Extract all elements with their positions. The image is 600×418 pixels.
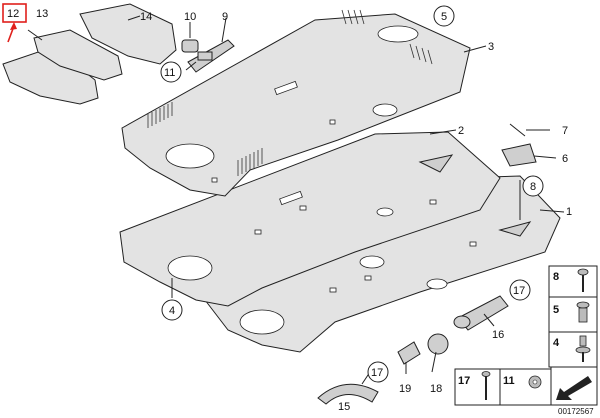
callout-10: 10 [184, 11, 196, 23]
callout-circle-5 [433, 5, 455, 27]
callout-6: 6 [562, 153, 568, 165]
legend-label-17: 17 [458, 375, 470, 387]
cover-part-6 [501, 143, 537, 167]
clip-bracket-9 [187, 39, 235, 73]
callout-17a: 17 [513, 285, 525, 297]
clip-19 [397, 341, 421, 365]
callout-circle-11 [160, 61, 182, 83]
clip-18 [427, 333, 449, 355]
sun-visor-panels [2, 3, 177, 105]
legend-label-11: 11 [503, 375, 515, 387]
callout-8: 8 [530, 181, 536, 193]
callout-4: 4 [169, 305, 175, 317]
callout-9: 9 [222, 11, 228, 23]
callout-circle-4 [161, 299, 183, 321]
callout-circle-17b [367, 361, 389, 383]
callout-12: 12 [7, 8, 19, 20]
legend-label-4: 4 [553, 337, 560, 349]
callout-14: 14 [140, 11, 152, 23]
callout-2: 2 [458, 125, 464, 137]
legend-label-8: 8 [553, 271, 559, 283]
headliner-part-2 [119, 131, 501, 307]
callout-11: 11 [164, 67, 175, 79]
callout-15: 15 [338, 401, 350, 413]
callout-circle-8 [522, 175, 544, 197]
screw-icon [577, 268, 589, 292]
nut-icon [528, 375, 542, 389]
callout-1: 1 [566, 206, 572, 218]
rivet-icon [575, 335, 591, 362]
legend-label-5: 5 [553, 304, 559, 316]
highlight-box-12 [2, 3, 27, 23]
callout-13: 13 [36, 8, 48, 20]
callout-5: 5 [441, 11, 447, 23]
screw-icon-17 [481, 371, 491, 400]
headliner-part-3 [121, 9, 471, 206]
fastener-legend: 8 5 4 17 11 [454, 265, 598, 406]
callout-circle-17a [509, 279, 531, 301]
callout-7: 7 [562, 125, 568, 137]
clip-icon [576, 301, 590, 323]
drawing-reference-number: 00172567 [558, 407, 594, 416]
callout-18: 18 [430, 383, 442, 395]
highlight-arrow-icon [7, 22, 17, 43]
direction-arrow-icon [556, 376, 592, 400]
callout-3: 3 [488, 41, 494, 53]
handle-16 [453, 295, 509, 331]
callout-17b: 17 [371, 367, 383, 379]
clip-10 [181, 39, 199, 53]
grab-handle-15 [317, 383, 379, 405]
callout-19: 19 [399, 383, 411, 395]
leader-lines [27, 15, 565, 385]
callout-16: 16 [492, 329, 504, 341]
